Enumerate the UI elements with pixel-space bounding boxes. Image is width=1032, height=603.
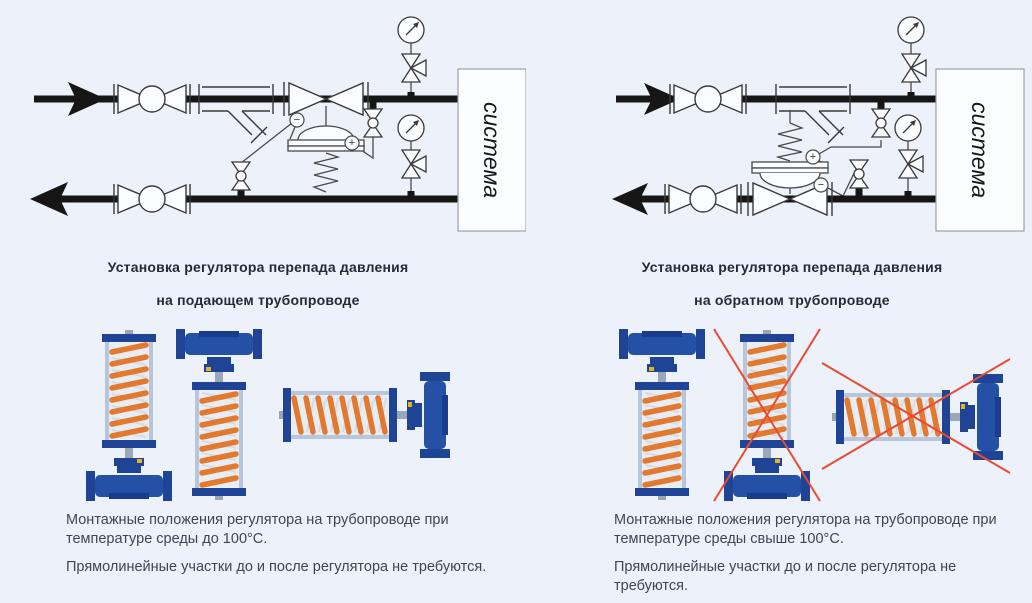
system-box	[935, 68, 1025, 232]
regulator-actuator	[751, 110, 829, 194]
note-straight-runs: Прямолинейные участки до и после регулят…	[66, 558, 487, 575]
gauge-cock-supply	[401, 53, 427, 83]
pressure-gauge-return	[894, 114, 922, 142]
note-temperature: Монтажные положения регулятора на трубоп…	[614, 512, 997, 547]
impulse-valve-minus	[231, 161, 251, 191]
system-box	[457, 68, 526, 232]
minus-label: −	[294, 114, 300, 126]
caption-title: Установка регулятора перепада давления	[107, 259, 409, 275]
piping-diagram-supply: − + система	[30, 16, 526, 232]
pressure-gauge-supply	[897, 16, 925, 44]
setpoint-spring	[775, 122, 805, 162]
prohibited-cross	[713, 328, 821, 502]
regulator-horizontal	[279, 372, 450, 458]
regulator-actuator	[287, 106, 365, 193]
minus-label: −	[818, 179, 824, 191]
gauge-cock-return	[898, 149, 924, 179]
pressure-gauge-return	[397, 114, 425, 142]
pressure-gauge-supply	[397, 16, 425, 44]
plus-label: +	[349, 137, 355, 149]
plus-label: +	[810, 151, 816, 163]
regulator-inverted-allowed	[619, 329, 705, 500]
flow-arrow-in	[68, 82, 106, 116]
shutoff-valve-return	[664, 183, 742, 215]
piping-diagram-return: + − система	[612, 16, 1025, 232]
impulse-valve-plus	[363, 108, 383, 138]
system-label: система	[967, 102, 993, 198]
shutoff-valve-supply	[113, 83, 191, 115]
impulse-valve-minus	[849, 159, 869, 189]
note-temperature: Монтажные положения регулятора на трубоп…	[66, 512, 449, 547]
pipes	[34, 92, 458, 203]
shutoff-valve-supply	[669, 83, 747, 115]
setpoint-spring	[311, 152, 341, 193]
notes-return: Монтажные положения регулятора на трубоп…	[614, 511, 1002, 595]
impulse-valve-plus	[871, 108, 891, 138]
minus-port	[813, 177, 829, 193]
prohibited-cross	[821, 358, 1011, 474]
flow-arrow-out	[612, 183, 648, 215]
panel-return: + − система Установка регулятора перепад…	[516, 0, 1032, 603]
caption-subtitle: на подающем трубопроводе	[156, 292, 360, 308]
regulator-inverted	[176, 329, 262, 500]
mounting-positions-return	[532, 323, 1011, 507]
flow-arrow-in	[644, 83, 680, 115]
regulator-upright	[86, 330, 172, 501]
strainer	[198, 83, 274, 144]
notes-supply: Монтажные положения регулятора на трубоп…	[66, 511, 490, 577]
system-label: система	[479, 102, 505, 198]
caption-subtitle: на обратном трубопроводе	[694, 292, 890, 308]
mounting-positions-supply	[14, 323, 514, 507]
shutoff-valve-return	[113, 183, 191, 215]
panel-supply: − + система Установка регулятора перепад…	[14, 16, 526, 577]
caption-title: Установка регулятора перепада давления	[641, 259, 943, 275]
plus-port	[805, 149, 821, 165]
flow-arrow-out	[30, 182, 68, 216]
strainer	[775, 83, 851, 144]
minus-port	[289, 112, 305, 128]
gauge-cock-return	[401, 149, 427, 179]
gauge-cock-supply	[901, 53, 927, 83]
plus-port	[344, 135, 360, 151]
note-straight-runs: Прямолинейные участки до и после регулят…	[614, 558, 957, 594]
